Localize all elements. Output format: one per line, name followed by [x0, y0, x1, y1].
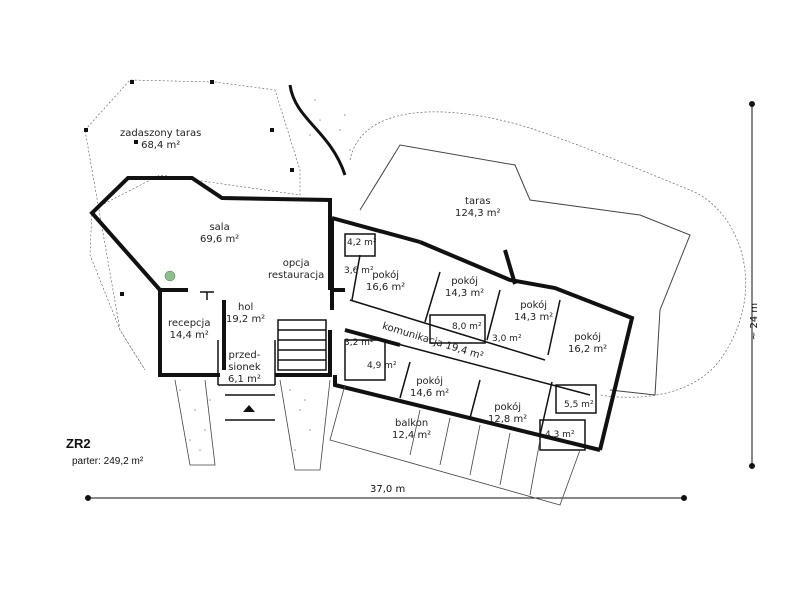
room-area: 4,9 m²	[367, 361, 397, 371]
ground-hatch	[179, 99, 351, 451]
room-area: 14,6 m²	[410, 388, 450, 399]
room-area: 3,6 m²	[344, 266, 374, 276]
room-recepcja: recepcja 14,4 m²	[168, 318, 210, 342]
room-bathroom-43: 4,3 m²	[545, 430, 575, 440]
room-area: 16,2 m²	[568, 344, 608, 355]
room-area: 12,8 m²	[488, 414, 528, 425]
garden-path	[288, 84, 347, 176]
room-name: pokój	[520, 300, 547, 311]
room-name: opcja	[282, 258, 310, 269]
room-name: zadaszony taras	[120, 128, 202, 139]
room-area: 6,1 m²	[228, 374, 261, 385]
room-name: pokój	[494, 402, 521, 413]
room-bathroom-80: 8,0 m²	[452, 322, 482, 332]
room-area: 14,4 m²	[169, 330, 209, 341]
room-bathroom-55: 5,5 m²	[564, 400, 594, 410]
room-area: 14,3 m²	[445, 288, 485, 299]
room-area: 19,2 m²	[226, 314, 266, 325]
plan-code: ZR2	[66, 436, 91, 451]
building-walls	[89, 176, 345, 377]
plant	[164, 270, 176, 282]
room-area: 68,4 m²	[141, 140, 181, 151]
plan-area-label: parter: 249,2 m²	[72, 456, 144, 467]
terrace-outline	[349, 111, 747, 398]
width-dimension: 37,0 m	[370, 484, 406, 495]
room-name: pokój	[372, 270, 399, 281]
room-wc-32: 3,2 m²	[344, 338, 374, 348]
room-pokoj-4: pokój 16,2 m²	[568, 332, 607, 356]
room-area: 12,4 m²	[392, 430, 432, 441]
covered-terrace-outline	[84, 79, 301, 371]
room-pokoj-5: pokój 14,6 m²	[410, 376, 449, 400]
room-area: 5,5 m²	[564, 400, 594, 410]
garden-path	[279, 379, 331, 471]
room-area: 8,0 m²	[452, 322, 482, 332]
room-name: pokój	[416, 376, 443, 387]
room-area: restauracja	[268, 270, 325, 281]
room-name: sala	[209, 222, 230, 233]
room-przedsionek: przed- sionek 6,1 m²	[228, 350, 261, 386]
room-covered-terrace: zadaszony taras 68,4 m²	[120, 128, 201, 152]
room-pokoj-3: pokój 14,3 m²	[514, 300, 553, 324]
room-area: 69,6 m²	[200, 234, 240, 245]
interior-walls	[200, 291, 327, 421]
room-bathroom-30: 3,0 m²	[492, 334, 522, 344]
covered-terrace-posts	[84, 80, 294, 296]
room-hol: hol 19,2 m²	[226, 302, 265, 326]
room-pokoj-6: pokój 12,8 m²	[488, 402, 527, 426]
room-name: recepcja	[168, 318, 211, 329]
room-area: 124,3 m²	[455, 208, 501, 219]
room-name: taras	[465, 196, 491, 207]
right-wing-walls	[330, 216, 635, 452]
room-area: 14,3 m²	[514, 312, 554, 323]
room-area: 3,0 m²	[492, 334, 522, 344]
room-wc-36: 3,6 m²	[344, 266, 374, 276]
room-name: balkon	[395, 418, 429, 429]
entry-arrow	[243, 405, 255, 412]
room-sala: sala 69,6 m²	[200, 222, 239, 246]
room-bathroom-49: 4,9 m²	[367, 361, 397, 371]
room-area: 3,2 m²	[344, 338, 374, 348]
room-name: przed-	[228, 350, 261, 361]
garden-path	[174, 379, 216, 466]
room-area: 4,2 m²	[347, 238, 377, 248]
room-balkon: balkon 12,4 m²	[392, 418, 431, 442]
room-pokoj-2: pokój 14,3 m²	[445, 276, 484, 300]
room-wc-42: 4,2 m²	[347, 238, 377, 248]
room-taras: taras 124,3 m²	[455, 196, 501, 220]
balcony	[329, 384, 581, 506]
room-name: pokój	[574, 332, 601, 343]
room-name-2: sionek	[228, 362, 261, 373]
room-pokoj-1: pokój 16,6 m²	[366, 270, 405, 294]
dimension-lines	[85, 101, 755, 501]
room-area: 16,6 m²	[366, 282, 406, 293]
height-dimension: ~ 24 m	[749, 302, 761, 341]
room-restaurant-option: opcja restauracja	[268, 258, 324, 282]
right-wing-interior	[344, 233, 597, 451]
room-area: 4,3 m²	[545, 430, 575, 440]
room-name: hol	[237, 302, 254, 313]
room-name: pokój	[451, 276, 478, 287]
